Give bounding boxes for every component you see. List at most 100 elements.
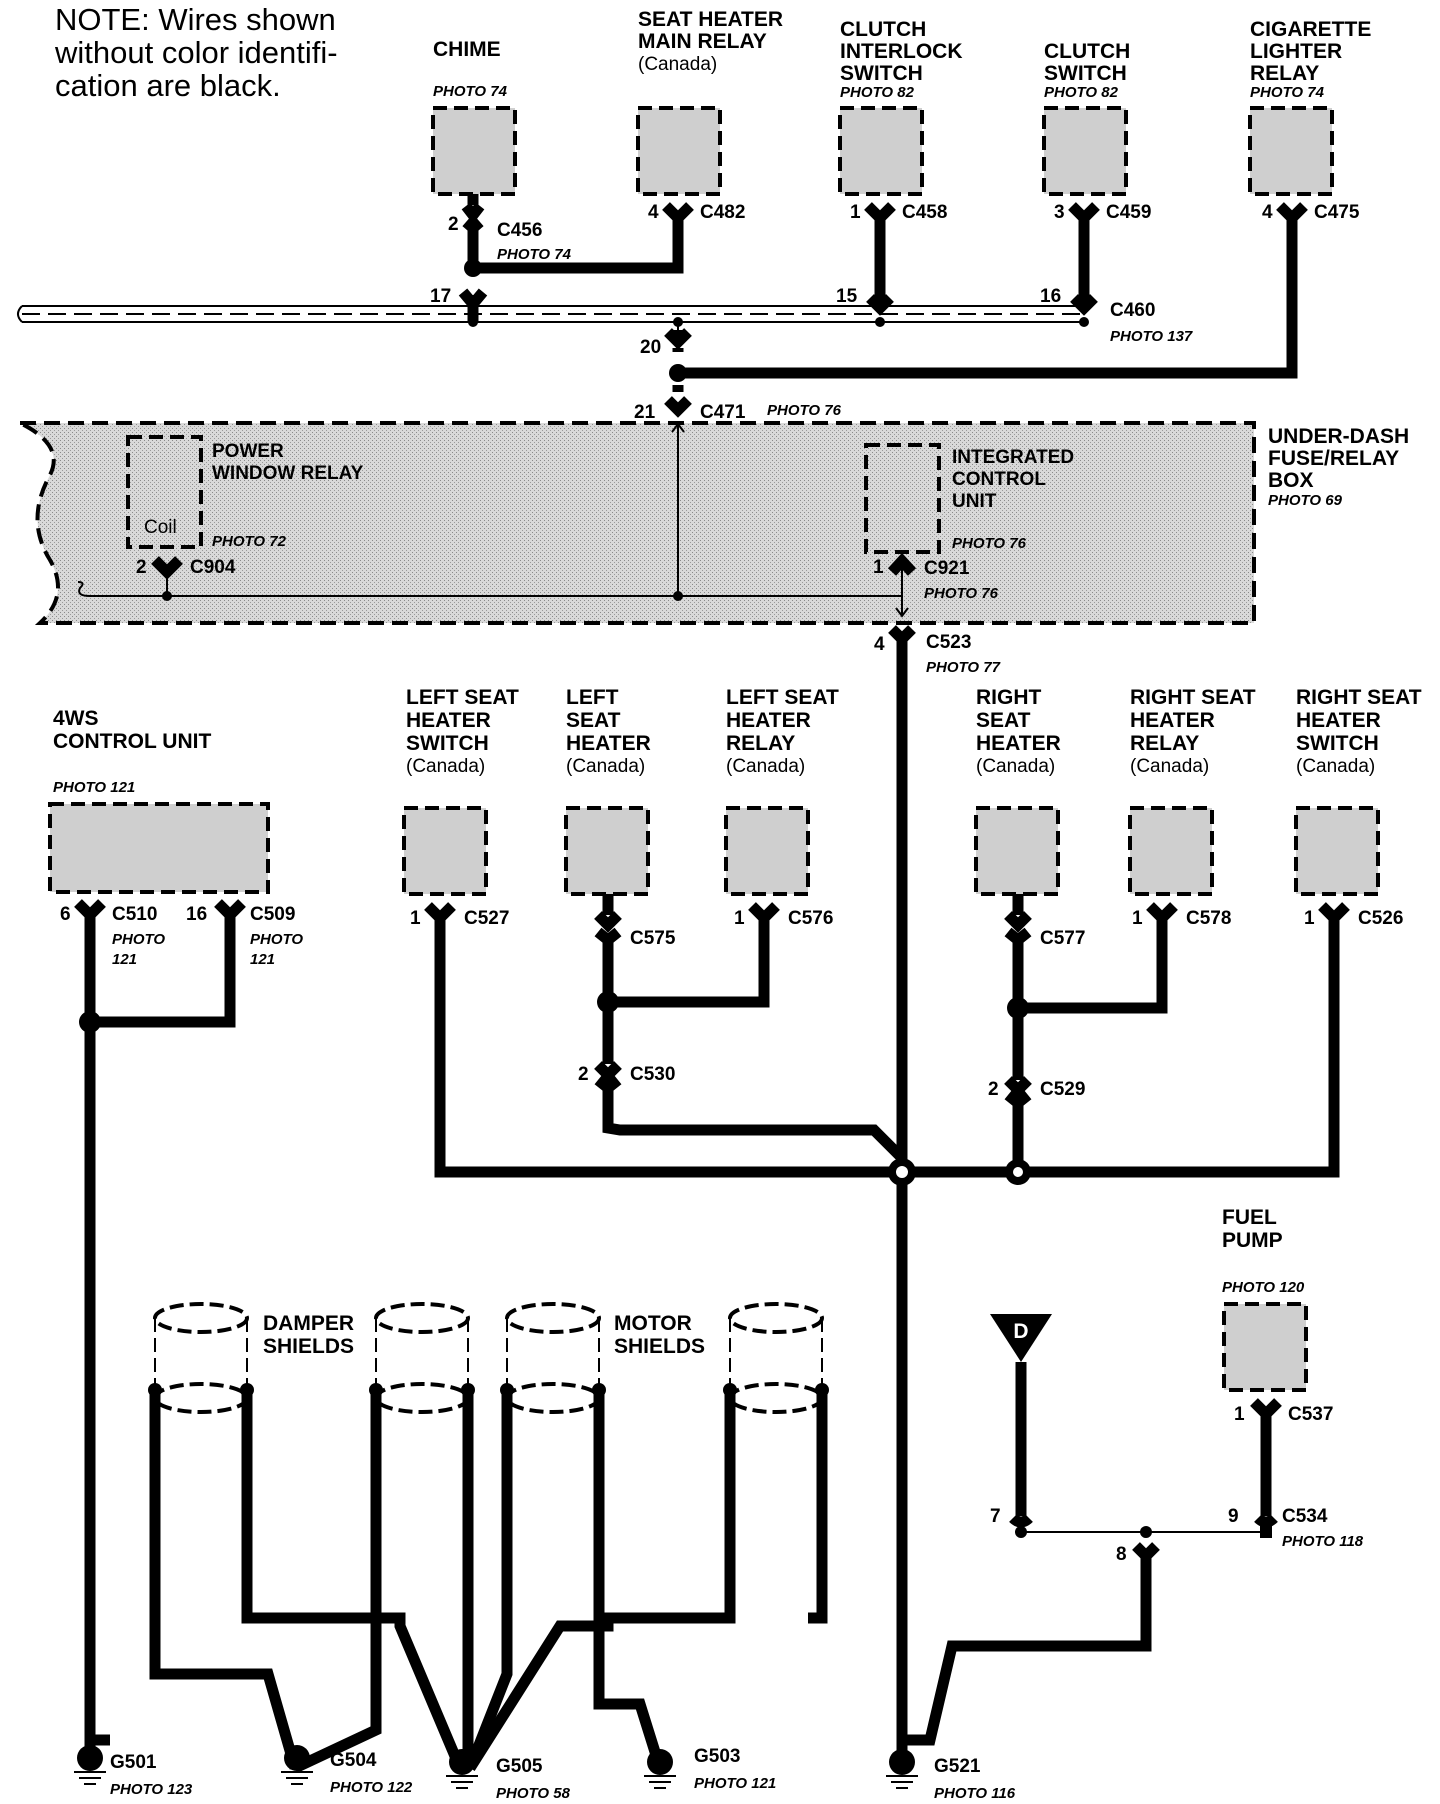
motor-shield-1 [505,1302,601,1414]
4ws-control-unit: 4WS CONTROL UNIT PHOTO 121 6 C510 PHOTO … [48,707,303,1768]
rsh-label-1: RIGHT [976,686,1042,709]
rshs-label-1: RIGHT SEAT [1296,686,1422,709]
c510-label: C510 [112,904,157,925]
chime-box [431,106,517,196]
c534: 7 8 9 C534 PHOTO 118 [902,1506,1364,1746]
lsh-box [564,806,650,896]
c523: 4 C523 PHOTO 77 [874,625,1001,676]
rshs-pin: 1 [1304,908,1315,929]
4ws-box [48,802,270,894]
d-triangle [990,1314,1052,1362]
cis-label-2: INTERLOCK [840,40,963,63]
clr-photo: PHOTO 74 [1250,84,1325,101]
c921-photo: PHOTO 76 [924,585,999,602]
rshs-label-2: HEATER [1296,709,1381,732]
g501-photo: PHOTO 123 [110,1781,193,1798]
pwr-label-2: WINDOW RELAY [212,463,364,484]
fuel-pump-box [1222,1302,1308,1392]
lsh-label-3: HEATER [566,732,651,755]
rshs-region: (Canada) [1296,756,1375,777]
c456-label: C456 [497,220,542,241]
grounds: G501 PHOTO 123 G504 PHOTO 122 G505 PHOTO… [74,1720,1016,1802]
pwr-photo: PHOTO 72 [212,533,287,550]
c904-label: C904 [190,557,236,578]
damper-label-1: DAMPER [263,1312,354,1335]
g503: G503 PHOTO 121 [644,1746,776,1792]
rshs-box [1294,806,1380,896]
motor-label-1: MOTOR [614,1312,692,1335]
c904-pin: 2 [136,557,147,578]
fuse-box-photo: PHOTO 69 [1268,492,1343,509]
cigarette-lighter-relay: CIGARETTE LIGHTER RELAY PHOTO 74 [1248,18,1371,196]
rsh-region: (Canada) [976,756,1055,777]
d-reference: D [990,1314,1052,1516]
c460-photo: PHOTO 137 [1110,328,1193,345]
4ws-label-1: 4WS [53,707,99,730]
c534-pin-8: 8 [1116,1544,1127,1565]
cis-label-1: CLUTCH [840,18,926,41]
c523-pin: 4 [874,634,885,655]
g501: G501 PHOTO 123 [74,1720,193,1798]
rsh-conn: C577 [1040,928,1085,949]
c509-photo-2: 121 [250,951,275,968]
lshs-conn: C527 [464,908,509,929]
cs-label-1: CLUTCH [1044,40,1130,63]
c921-pin: 1 [873,557,884,578]
c530-label: C530 [630,1064,675,1085]
c456-pin: 2 [448,214,459,235]
c460-pin-20: 20 [640,337,661,358]
top-wiring [17,194,1298,392]
rshr-region: (Canada) [1130,756,1209,777]
c510-pin: 6 [60,904,71,925]
rshr-box [1128,806,1214,896]
c475-label: C475 [1314,202,1360,223]
rsh-label-2: SEAT [976,709,1031,732]
c459-pin: 3 [1054,202,1065,223]
lsh-label-2: SEAT [566,709,621,732]
rshr-conn: C578 [1186,908,1231,929]
lshr-conn: C576 [788,908,833,929]
cs-photo: PHOTO 82 [1044,84,1119,101]
lshr-label-3: RELAY [726,732,795,755]
c460-pin-15: 15 [836,286,858,307]
lshs-pin: 1 [410,908,421,929]
rsh-box [974,806,1060,896]
c523-label: C523 [926,632,971,653]
power-window-relay-box [126,435,203,549]
c537-label: C537 [1288,1404,1333,1425]
lshr-region: (Canada) [726,756,805,777]
fuse-box-outline [19,421,1256,625]
g521-photo: PHOTO 116 [934,1785,1016,1802]
c534-label: C534 [1282,1506,1328,1527]
clr-label-1: CIGARETTE [1250,18,1371,41]
c460-pin-16: 16 [1040,286,1061,307]
d-label: D [1013,1320,1028,1343]
4ws-label-2: CONTROL UNIT [53,730,211,753]
integrated-control-unit-box [864,443,941,554]
rshr-pin: 1 [1132,908,1143,929]
chime-photo: PHOTO 74 [433,83,508,100]
c459-label: C459 [1106,202,1151,223]
c471-pin: 21 [634,402,656,423]
g503-label: G503 [694,1746,740,1767]
lshs-label-1: LEFT SEAT [406,686,519,709]
g521-label: G521 [934,1756,981,1777]
c510-photo-1: PHOTO [112,931,165,948]
clutch-interlock-switch: CLUTCH INTERLOCK SWITCH PHOTO 82 [838,18,963,196]
lsh-label-1: LEFT [566,686,619,709]
lshr-label-1: LEFT SEAT [726,686,839,709]
rshr-label-2: HEATER [1130,709,1215,732]
top-connectors: 2 C456 PHOTO 74 4 C482 1 C458 3 C459 4 C… [430,202,1360,423]
shmr-label-2: MAIN RELAY [638,30,767,53]
c456-photo: PHOTO 74 [497,246,572,263]
lshs-label-3: SWITCH [406,732,489,755]
clutch-switch: CLUTCH SWITCH PHOTO 82 [1042,40,1130,196]
splice-cig [669,364,687,382]
g501-label: G501 [110,1752,157,1773]
seat-heater-components: LEFT SEAT HEATER SWITCH (Canada) 1 C527 … [402,639,1422,1768]
shields: DAMPER SHIELDS MOTOR SHIELDS [148,1302,829,1773]
c482-label: C482 [700,202,745,223]
splice-chime [464,259,482,277]
cis-box [838,106,924,196]
c458-pin: 1 [850,202,861,223]
